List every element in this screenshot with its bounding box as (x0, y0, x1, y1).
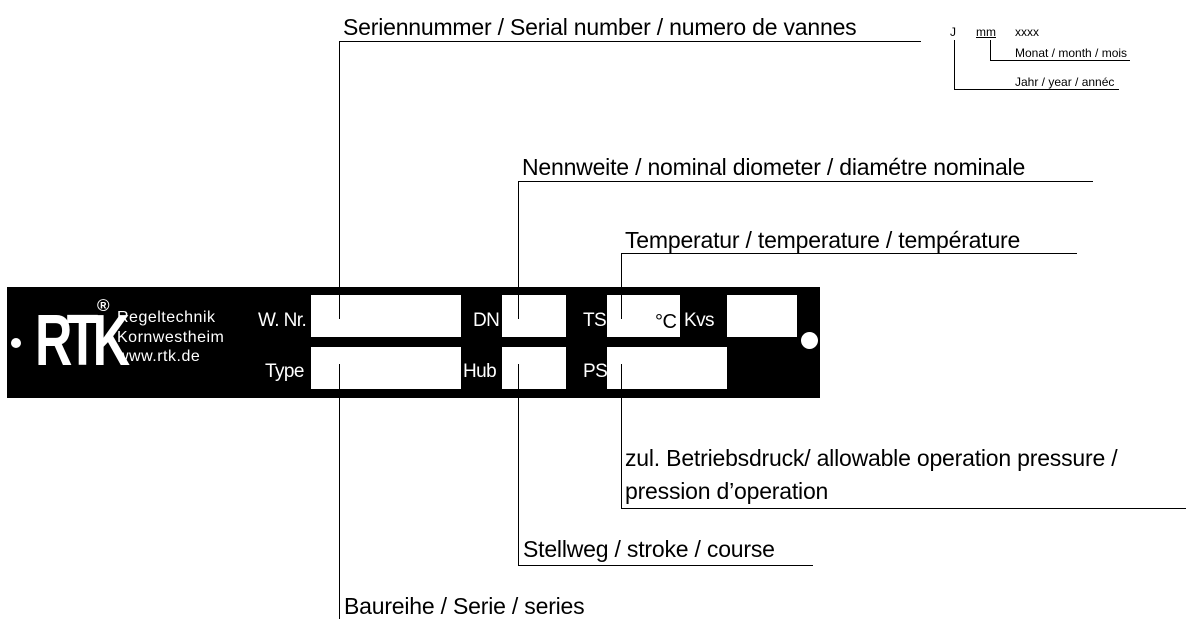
pressure-label-line1: zul. Betriebsdruck/ allowable operation … (625, 445, 1118, 471)
month-bracket-vertical (990, 40, 991, 60)
pressure-leader (621, 389, 622, 508)
ts-label: TS (583, 310, 607, 331)
serial-number-underline (339, 41, 921, 42)
celsius-unit: °C (655, 311, 677, 333)
serial-year-code: J (950, 25, 956, 39)
stroke-leader (518, 389, 519, 565)
type-label: Type (265, 361, 304, 382)
type-leader-tick (339, 364, 340, 389)
ps-leader-tick (621, 364, 622, 389)
type-field (311, 347, 461, 389)
stroke-underline (518, 565, 813, 566)
hub-label: Hub (463, 361, 497, 382)
stroke-label: Stellweg / stroke / course (523, 536, 775, 562)
stroke-field (502, 347, 566, 389)
serial-number-leader (339, 41, 340, 316)
series-leader (339, 389, 340, 619)
pressure-label-line2: pression d’operation (625, 478, 829, 504)
year-label: Jahr / year / annéc (1015, 75, 1115, 89)
wnr-label: W. Nr. (258, 310, 307, 331)
mounting-hole-left (11, 338, 21, 348)
serial-month-code: mm (976, 25, 996, 39)
month-bracket-horizontal (990, 60, 1130, 61)
temperature-field (607, 295, 680, 337)
series-label: Baureihe / Serie / series (344, 593, 585, 619)
nominal-diameter-underline (518, 181, 1093, 182)
nominal-diameter-label: Nennweite / nominal diometer / diamétre … (522, 154, 1026, 180)
company-location: Kornwestheim (117, 329, 225, 346)
year-bracket-vertical (954, 40, 955, 89)
serial-number-label: Seriennummer / Serial number / numero de… (343, 14, 857, 40)
year-bracket-horizontal (954, 89, 1119, 90)
rtk-logo: RTK (35, 301, 130, 381)
serial-number-code: xxxx (1015, 25, 1039, 39)
serial-leader-tick (339, 295, 340, 319)
registered-mark: ® (97, 296, 110, 315)
nominal-diameter-field (502, 295, 566, 337)
temperature-underline (621, 253, 1077, 254)
month-label: Monat / month / mois (1015, 46, 1128, 60)
hub-leader-tick (518, 364, 519, 389)
company-website: www.rtk.de (117, 348, 201, 365)
mounting-hole-right (801, 332, 818, 349)
serial-number-field (311, 295, 461, 337)
temperature-leader (621, 253, 622, 316)
kvs-label: Kvs (684, 310, 714, 331)
nominal-diameter-leader (518, 181, 519, 316)
ps-label: PS (583, 361, 608, 382)
temperature-label: Temperatur / temperature / température (625, 227, 1021, 253)
pressure-field (607, 347, 727, 389)
company-name: Regeltechnik (117, 309, 216, 326)
pressure-underline (621, 508, 1186, 509)
ts-leader-tick (621, 295, 622, 319)
dn-leader-tick (518, 295, 519, 319)
dn-label: DN (473, 310, 500, 331)
kvs-field (727, 295, 797, 337)
